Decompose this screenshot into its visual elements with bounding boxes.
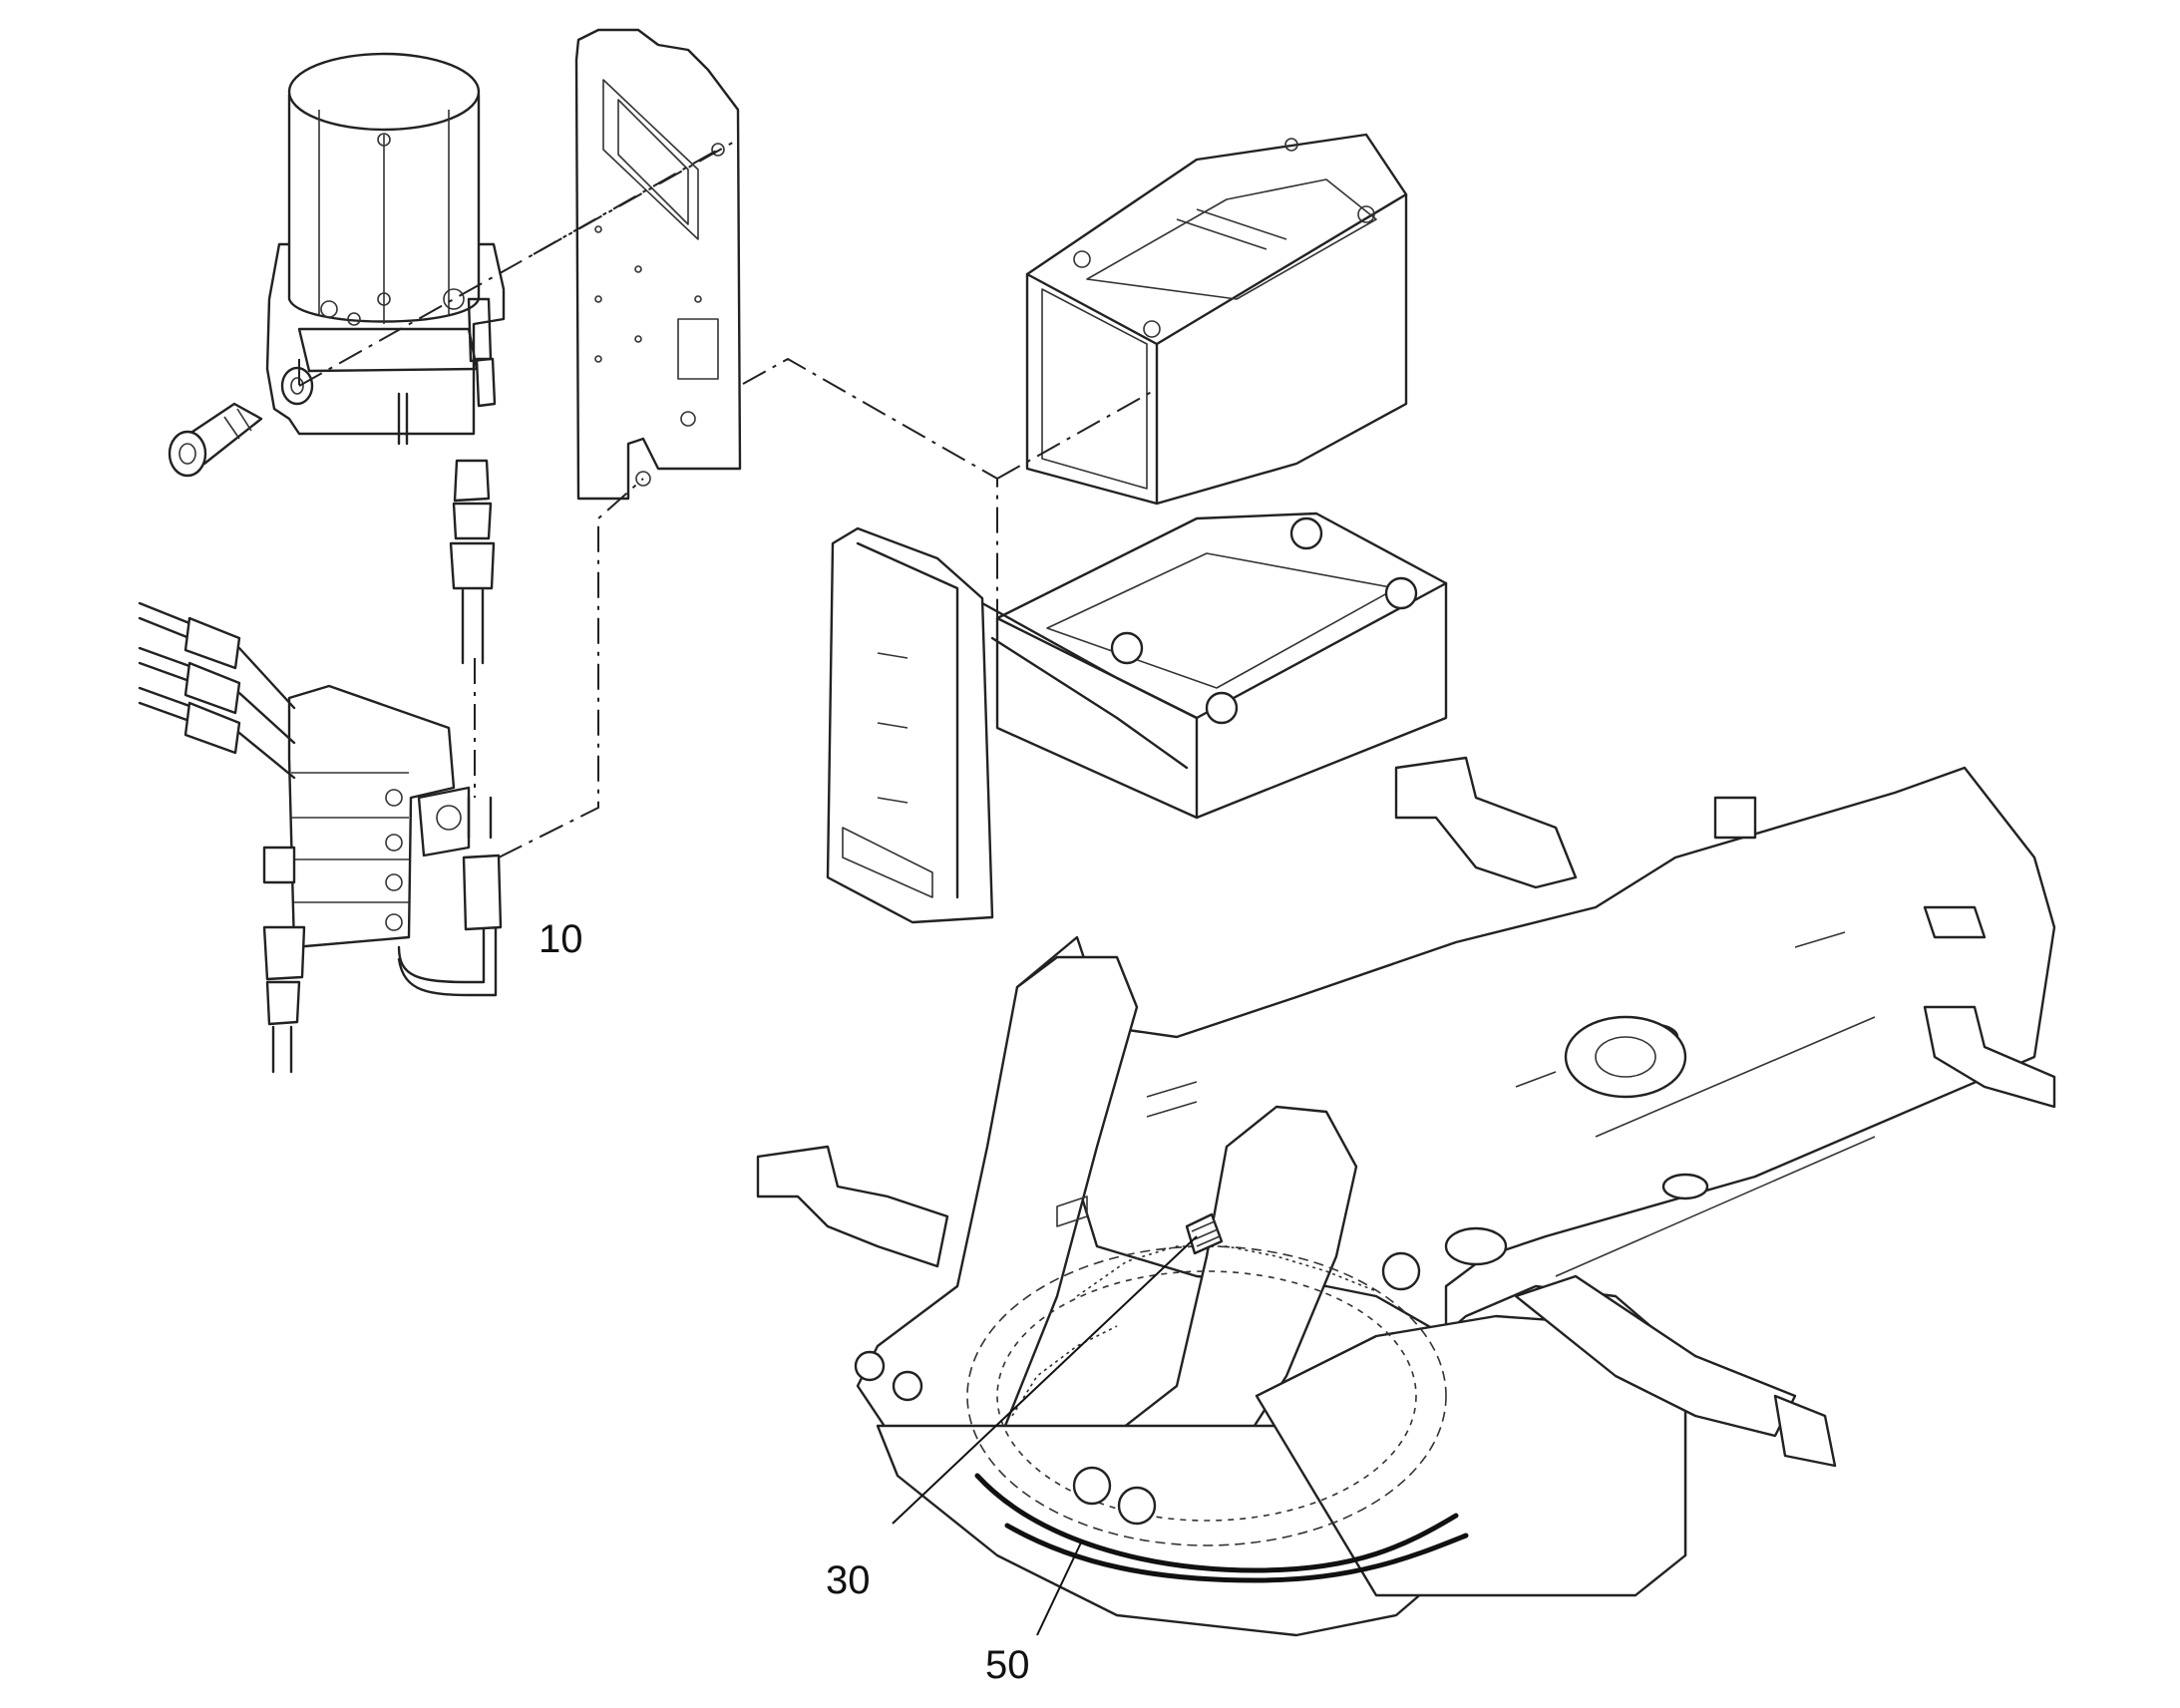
assembly-centerlines <box>298 139 1158 858</box>
vertical-bracket <box>826 526 1199 924</box>
callout-50: 50 <box>985 1539 1083 1687</box>
washer <box>280 366 314 406</box>
callout-50-leader <box>1036 1539 1083 1636</box>
mounting-plate <box>574 28 742 501</box>
callout-50-label: 50 <box>985 1643 1030 1687</box>
callout-10-label: 10 <box>539 917 583 961</box>
mounting-bolt <box>168 402 263 478</box>
pump-feed-hose <box>449 459 496 665</box>
box-frame-upper <box>1025 133 1408 506</box>
progressive-distributor <box>138 601 503 1074</box>
lubrication-pump <box>265 52 506 446</box>
callout-30-label: 30 <box>826 1558 871 1602</box>
callout-10: 10 <box>539 917 583 961</box>
callout-30-leader <box>892 1235 1198 1525</box>
callout-30: 30 <box>826 1235 1198 1602</box>
box-frame-lower <box>995 512 1448 820</box>
